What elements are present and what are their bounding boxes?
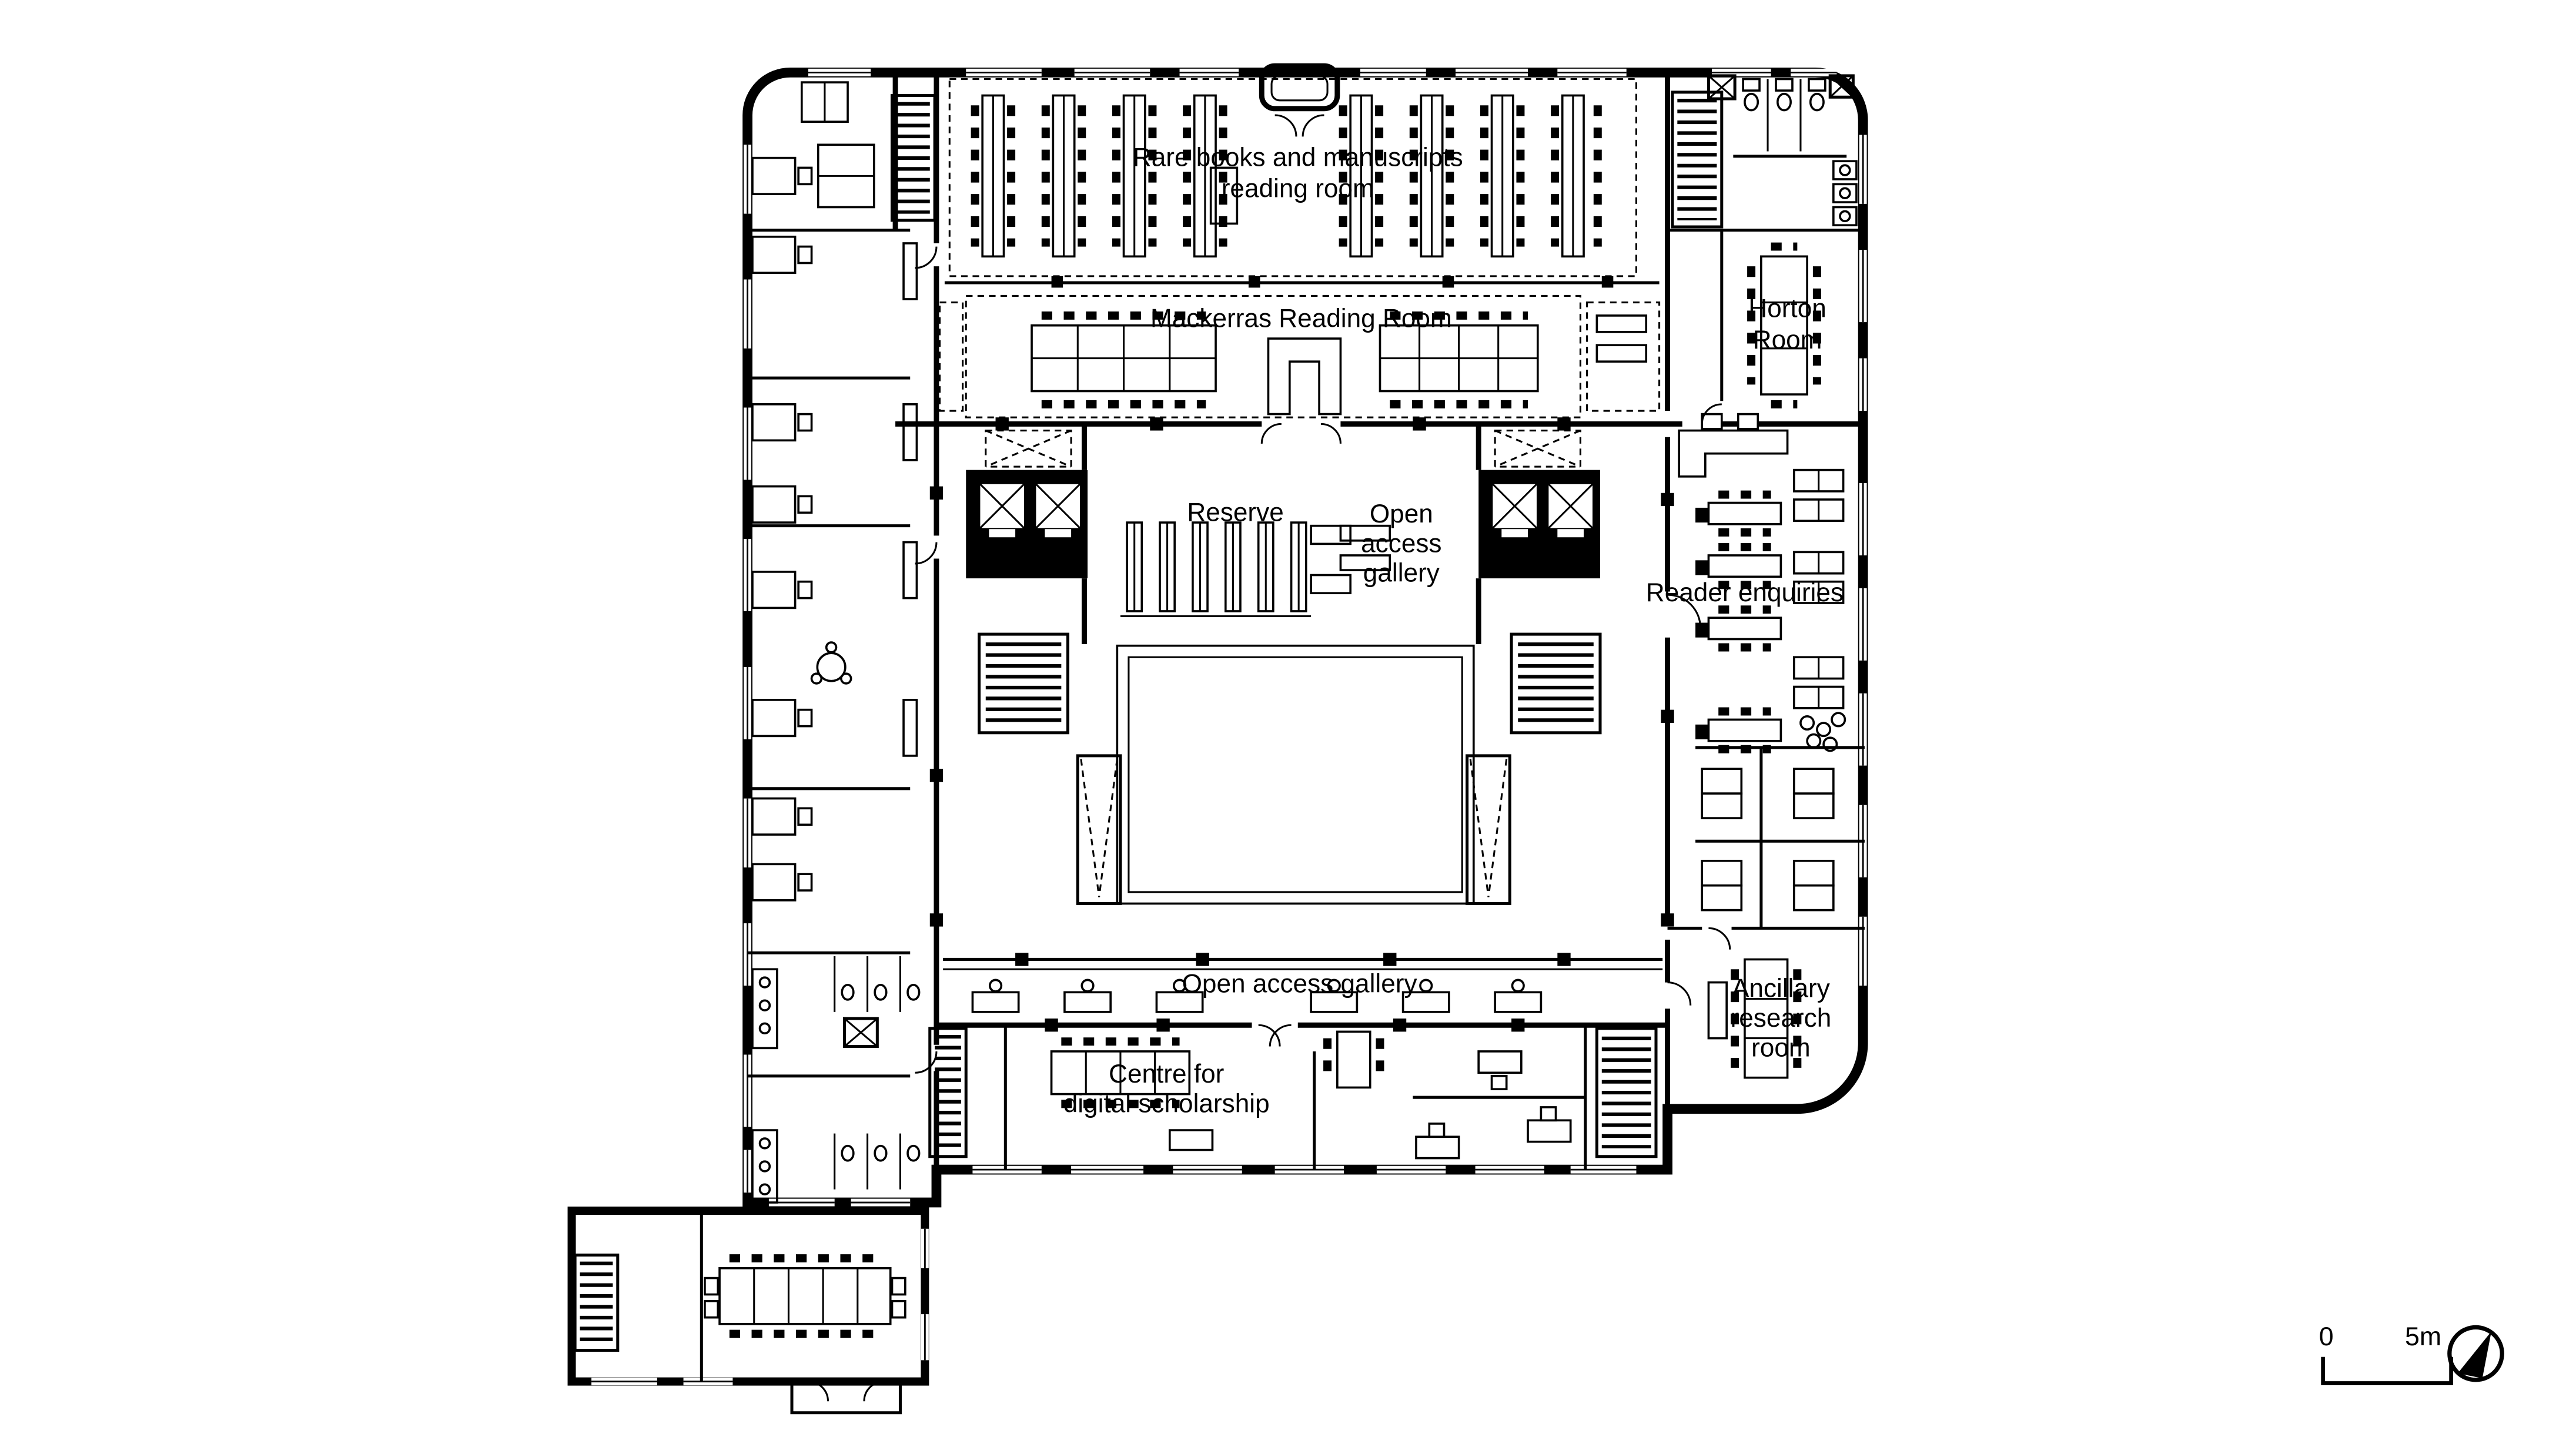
stair-east-core — [1510, 632, 1602, 735]
west-alcove — [938, 301, 964, 412]
stair-west-wing-north — [890, 93, 936, 222]
wall-shelf-units — [1792, 468, 1845, 709]
horton-room-furniture — [1747, 242, 1821, 408]
southeast-office-furniture — [1323, 1030, 1572, 1160]
label-open-access-mid-line2: access — [1361, 529, 1441, 558]
label-open-access-mid-line3: gallery — [1363, 559, 1440, 588]
north-entrance-vestibule — [1259, 63, 1340, 112]
label-ancillary-line3: room — [1751, 1033, 1811, 1062]
stair-annex — [573, 1253, 620, 1352]
east-office-pods — [1701, 768, 1835, 912]
label-rare-books-line2: reading room — [1222, 175, 1374, 203]
vertical-circulation — [573, 74, 1855, 1352]
escalator-east — [1466, 754, 1511, 905]
main-building-outline — [742, 67, 1868, 1208]
label-ancillary-line1: Ancillary — [1732, 974, 1830, 1003]
vestibule-inner — [1270, 75, 1329, 102]
label-digital-scholarship-line2: digital scholarship — [1063, 1089, 1270, 1118]
stair-south-strip — [928, 1027, 968, 1158]
round-meeting-table — [810, 641, 852, 685]
escalator-west — [1076, 754, 1122, 905]
supervisor-desk — [1267, 337, 1342, 416]
reserve-shelving — [1120, 521, 1352, 617]
label-horton-line1: Horton — [1748, 294, 1826, 323]
scale-bar: 0 5m — [2319, 1322, 2453, 1385]
service-lift-northeast-2 — [1828, 74, 1855, 99]
label-open-access-mid-line1: Open — [1370, 500, 1433, 528]
display-case — [1209, 166, 1239, 225]
scale-bar-bracket — [2321, 1356, 2453, 1385]
service-lift-northeast-1 — [1707, 74, 1737, 100]
service-lift-west-wing — [842, 1017, 879, 1048]
central-courtyard — [1116, 644, 1475, 905]
annex-meeting-furniture — [704, 1254, 906, 1338]
interior-walls — [700, 72, 1865, 1382]
annex-porch — [790, 1381, 902, 1415]
open-access-south-shelves — [943, 953, 1663, 1013]
open-access-mid-shelves — [1339, 524, 1391, 571]
rare-books-secure-zone — [948, 78, 1638, 277]
stair-northeast — [1671, 91, 1724, 229]
courtyard-outer-edge — [1116, 644, 1475, 905]
rare-books-tables — [971, 94, 1602, 258]
door-swings — [808, 114, 1731, 1402]
bean-bags — [1799, 712, 1846, 752]
security-boundaries — [938, 78, 1661, 418]
west-wing-toilets — [751, 956, 921, 1204]
label-digital-scholarship-line1: Centre for — [1109, 1060, 1224, 1088]
scale-five-label: 5m — [2405, 1322, 2441, 1351]
ancillary-furniture — [1707, 958, 1802, 1079]
furniture — [704, 78, 1858, 1338]
courtyard-inner-edge — [1128, 656, 1463, 893]
windows — [591, 68, 1867, 1386]
label-ancillary-line2: research — [1731, 1004, 1832, 1033]
mackerras-furniture — [1031, 311, 1648, 416]
label-mackerras: Mackerras Reading Room — [1150, 304, 1452, 333]
stair-southeast-strip — [1595, 1027, 1658, 1158]
label-open-access-south: Open access gallery — [1182, 969, 1417, 998]
label-reserve: Reserve — [1187, 498, 1283, 527]
stair-west-core — [978, 632, 1070, 735]
label-rare-books-line1: Rare books and manuscripts — [1133, 143, 1463, 172]
reader-enquiries-furniture — [1678, 413, 1846, 753]
east-alcove — [1586, 301, 1661, 412]
annex-outline — [567, 1207, 929, 1386]
label-horton-line2: Room — [1753, 326, 1822, 354]
west-wing-furniture — [751, 81, 918, 902]
digital-scholarship-furniture — [1050, 1037, 1214, 1151]
enquiry-desk — [1678, 429, 1789, 478]
scale-zero-label: 0 — [2319, 1322, 2334, 1351]
northeast-toilets — [1733, 78, 1858, 227]
room-labels: Rare books and manuscripts reading room … — [1063, 143, 1844, 1118]
outer-walls — [567, 63, 1868, 1415]
north-arrow-icon — [2447, 1325, 2504, 1382]
label-reader-enquiries: Reader enquiries — [1646, 578, 1844, 607]
